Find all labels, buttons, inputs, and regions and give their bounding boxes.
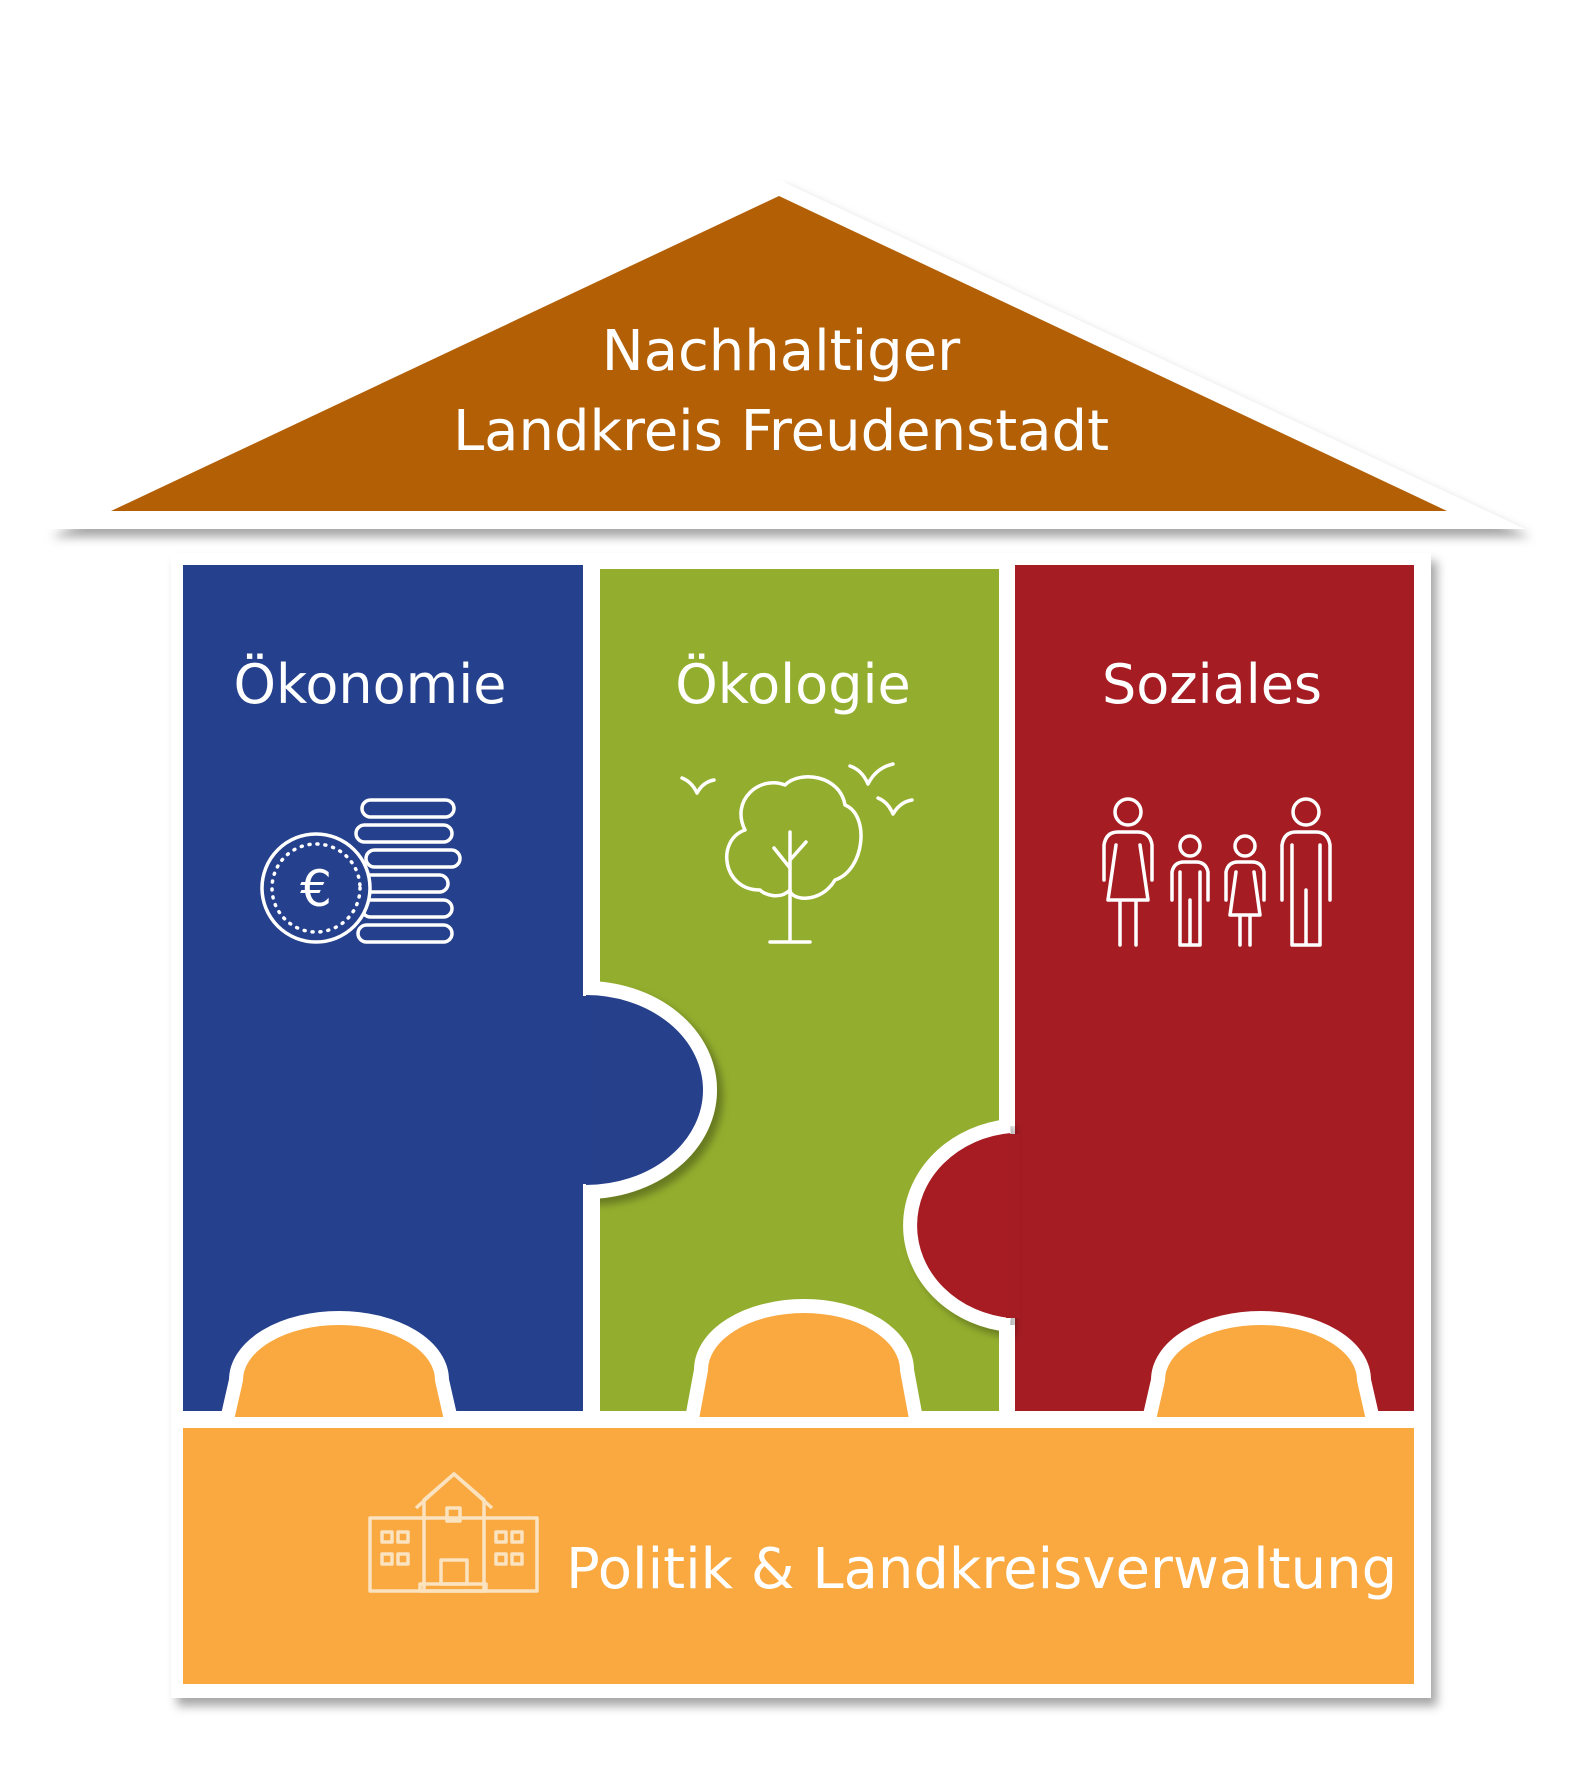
pillar-soziales [1015, 565, 1414, 1425]
foundation-label: Politik & Landkreisverwaltung [566, 1537, 1397, 1602]
pillar-oekonomie [183, 565, 583, 1425]
town-hall-icon [368, 1472, 539, 1593]
red-puzzle-knob [903, 1119, 1011, 1332]
roof-shape [111, 196, 1447, 511]
pillar-title-oekologie: Ökologie [675, 653, 910, 716]
blue-puzzle-knob [585, 981, 717, 1199]
svg-text:€: € [300, 860, 332, 918]
tree-birds-icon [680, 762, 914, 944]
pillar-title-soziales: Soziales [1102, 653, 1322, 716]
foundation [176, 1299, 1421, 1691]
euro-coins-icon: € [260, 798, 462, 944]
family-icon [1102, 797, 1332, 947]
pillar-title-oekonomie: Ökonomie [234, 653, 507, 716]
roof: Nachhaltiger Landkreis Freudenstadt [45, 180, 1525, 529]
roof-title-line2: Landkreis Freudenstadt [453, 399, 1109, 464]
roof-title-line1: Nachhaltiger [602, 319, 961, 384]
